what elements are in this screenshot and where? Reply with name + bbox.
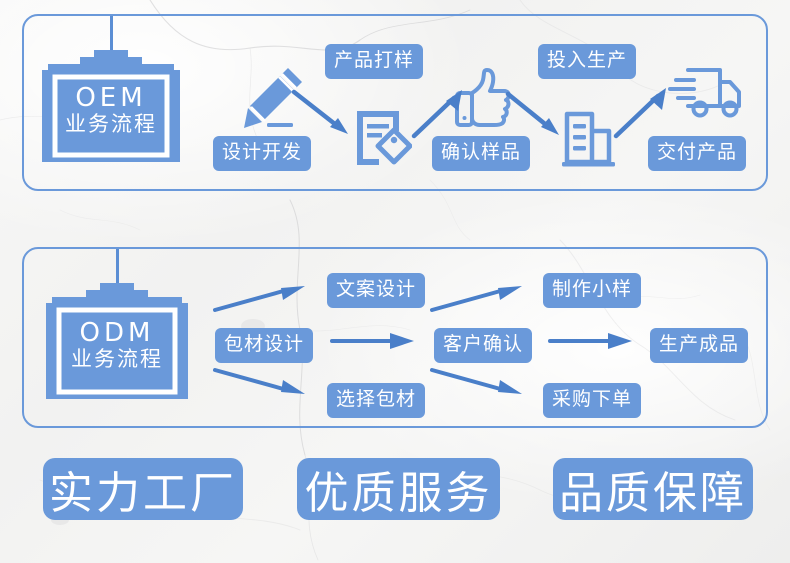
odm-step-label-4[interactable]: 客户确认: [434, 328, 533, 363]
badge-quality-service[interactable]: 优质服务: [297, 458, 500, 520]
odm-sign-en: ODM: [79, 317, 155, 348]
oem-step-label-4[interactable]: 投入生产: [538, 44, 637, 79]
oem-step-label-5[interactable]: 交付产品: [648, 136, 747, 171]
oem-sign-hanging-rod: [110, 16, 113, 50]
factory-building-icon: [558, 108, 620, 170]
badge-strong-factory[interactable]: 实力工厂: [43, 458, 243, 520]
odm-sign-text: ODM 业务流程: [44, 279, 190, 407]
oem-sign-text: OEM 业务流程: [40, 46, 182, 170]
pencil-icon: [240, 62, 310, 134]
document-tag-icon: [352, 107, 412, 169]
sign-frame-icon: [42, 50, 180, 162]
oem-step-label-3[interactable]: 确认样品: [432, 136, 531, 171]
oem-step-label-2[interactable]: 产品打样: [325, 44, 424, 79]
odm-sign-hanging-rod: [116, 249, 119, 283]
odm-step-label-5[interactable]: 制作小样: [543, 273, 642, 308]
odm-step-label-6[interactable]: 采购下单: [543, 383, 642, 418]
badge-quality-assurance[interactable]: 品质保障: [553, 458, 753, 520]
odm-sign-board: ODM 业务流程: [44, 279, 190, 407]
sign-frame-icon: [46, 283, 188, 399]
odm-sign-cn: 业务流程: [71, 346, 163, 371]
odm-step-label-1[interactable]: 包材设计: [215, 328, 314, 363]
thumbs-up-icon: [452, 66, 514, 132]
oem-step-label-1[interactable]: 设计开发: [213, 136, 312, 171]
odm-step-label-2[interactable]: 文案设计: [327, 273, 426, 308]
delivery-truck-icon: [664, 62, 746, 124]
oem-sign-en: OEM: [75, 82, 147, 113]
oem-flow-panel: [22, 14, 768, 191]
odm-step-label-7[interactable]: 生产成品: [650, 328, 749, 363]
oem-sign-board: OEM 业务流程: [40, 46, 182, 170]
oem-sign-cn: 业务流程: [65, 111, 157, 136]
odm-flow-panel: [22, 247, 768, 428]
odm-step-label-3[interactable]: 选择包材: [327, 383, 426, 418]
